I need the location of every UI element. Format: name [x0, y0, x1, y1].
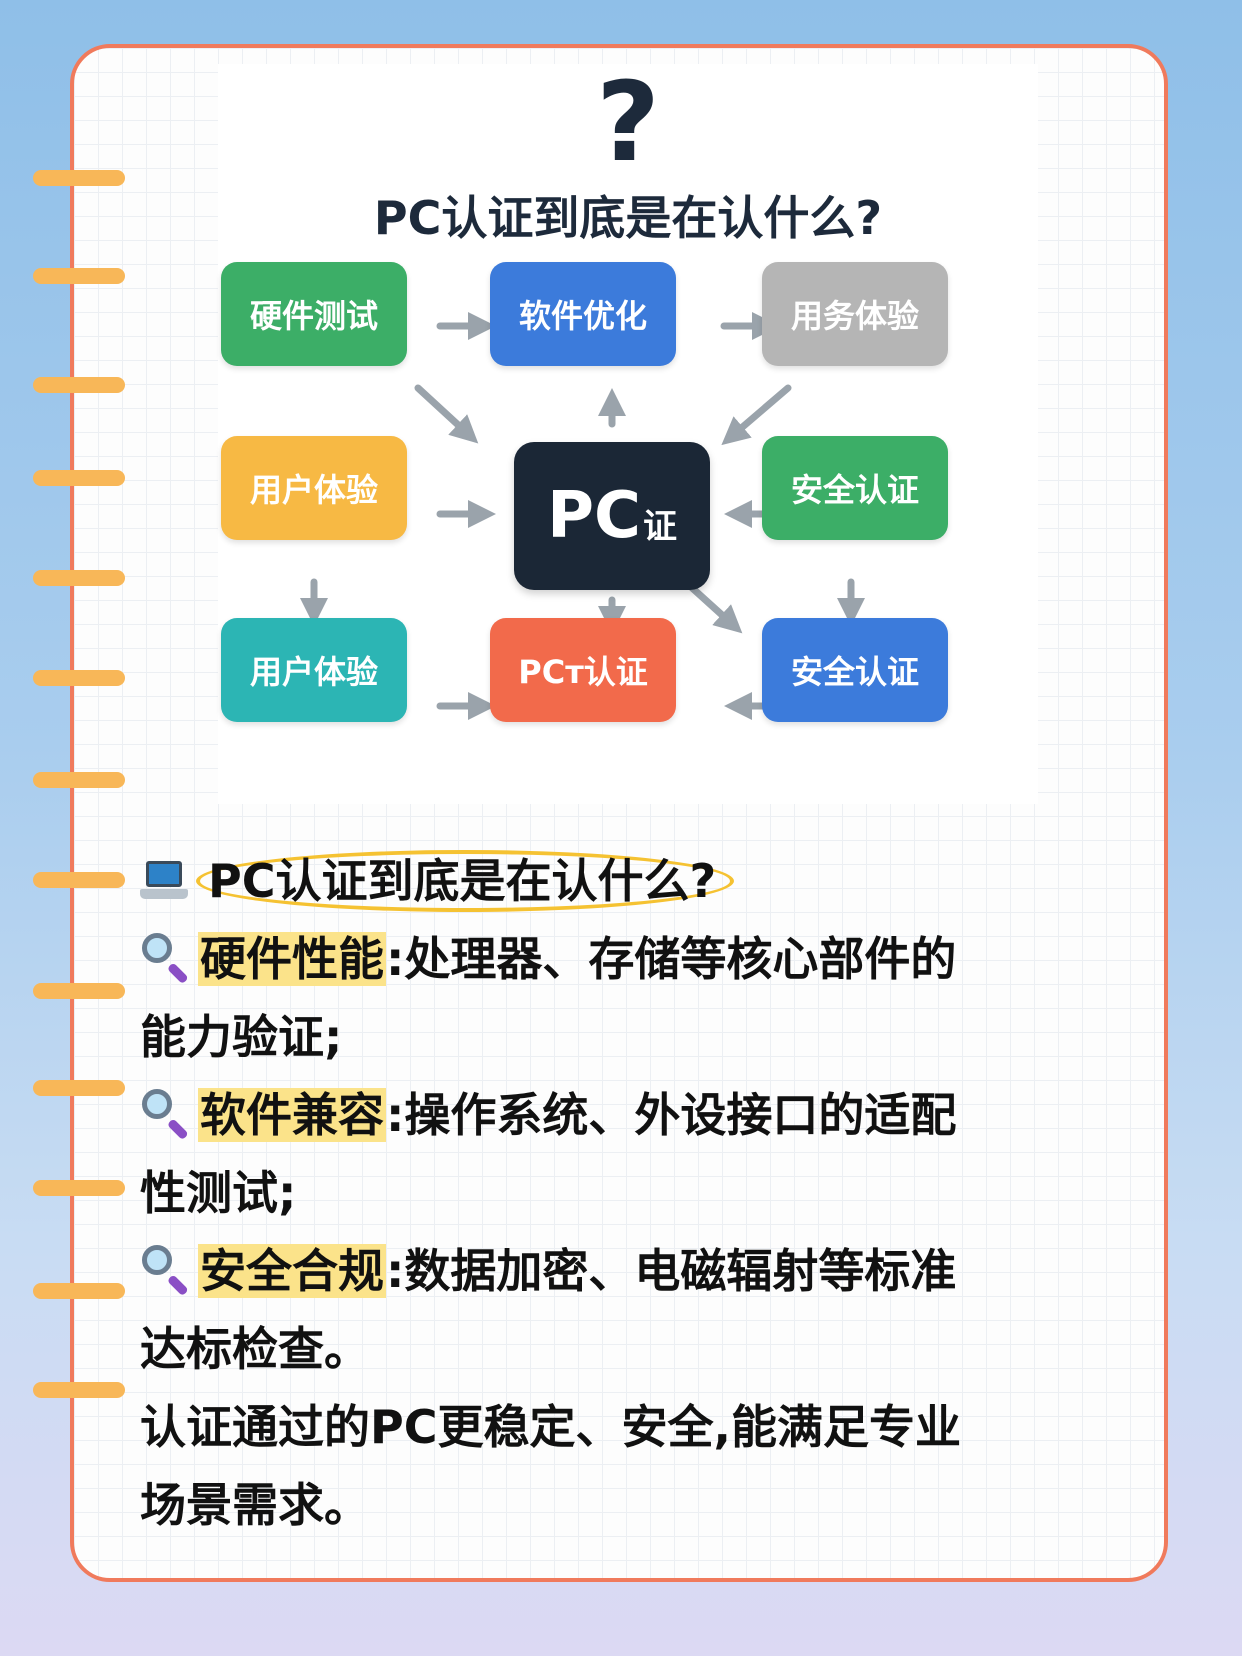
- item-line: 安全合规:数据加密、电磁辐射等标准: [140, 1232, 1160, 1310]
- item-text: :操作系统、外设接口的适配: [386, 1088, 957, 1142]
- binder-ring: [33, 1180, 125, 1196]
- summary-line: 认证通过的PC更稳定、安全,能满足专业: [140, 1400, 961, 1454]
- binder-ring: [33, 470, 125, 486]
- binder-ring: [33, 772, 125, 788]
- magnifier-icon: [140, 1243, 190, 1297]
- center-label-cert: 证: [642, 506, 677, 547]
- binder-ring: [33, 1382, 125, 1398]
- item-line: 软件兼容:操作系统、外设接口的适配: [140, 1076, 1160, 1154]
- item-keyword: 软件兼容: [198, 1088, 386, 1142]
- magnifier-icon: [140, 1087, 190, 1141]
- node-pc-certification: PCт认证: [490, 618, 676, 722]
- binder-ring: [33, 1283, 125, 1299]
- node-security-cert: 安全认证: [762, 436, 948, 540]
- magnifier-icon: [140, 931, 190, 985]
- item-keyword: 安全合规: [198, 1244, 386, 1298]
- item-keyword: 硬件性能: [198, 932, 386, 986]
- diagram-arrows: [300, 312, 865, 720]
- item-text: :处理器、存储等核心部件的: [386, 932, 957, 986]
- binder-ring: [33, 570, 125, 586]
- binder-ring: [33, 670, 125, 686]
- binder-ring: [33, 170, 125, 186]
- binder-ring: [33, 872, 125, 888]
- item-continuation: 性测试;: [140, 1166, 297, 1220]
- node-service-experience: 用务体验: [762, 262, 948, 366]
- heading-text: PC认证到底是在认什么?: [196, 850, 735, 912]
- item-line: 硬件性能:处理器、存储等核心部件的: [140, 920, 1160, 998]
- explanation-text: PC认证到底是在认什么? 硬件性能:处理器、存储等核心部件的 能力验证; 软件兼…: [140, 842, 1160, 1544]
- binder-ring: [33, 983, 125, 999]
- center-label-pc: PC: [547, 479, 641, 553]
- arrow-hardware-to-center: [414, 384, 479, 444]
- binder-ring: [33, 268, 125, 284]
- binder-ring: [33, 1080, 125, 1096]
- item-text: :数据加密、电磁辐射等标准: [386, 1244, 957, 1298]
- arrow-service-to-center: [721, 384, 792, 446]
- node-security-cert-2: 安全认证: [762, 618, 948, 722]
- question-mark-icon: ?: [596, 58, 660, 186]
- item-continuation: 达标检查。: [140, 1322, 370, 1376]
- binder-ring: [33, 377, 125, 393]
- laptop-icon: [140, 861, 188, 901]
- node-software-optimization: 软件优化: [490, 262, 676, 366]
- node-user-experience: 用户体验: [221, 436, 407, 540]
- summary-line: 场景需求。: [140, 1478, 370, 1532]
- heading-line: PC认证到底是在认什么?: [140, 842, 1160, 920]
- arrow-center-to-security2: [686, 582, 743, 634]
- node-hardware-test: 硬件测试: [221, 262, 407, 366]
- item-continuation: 能力验证;: [140, 1010, 343, 1064]
- node-user-experience-2: 用户体验: [221, 618, 407, 722]
- diagram-title: PC认证到底是在认什么?: [373, 191, 883, 245]
